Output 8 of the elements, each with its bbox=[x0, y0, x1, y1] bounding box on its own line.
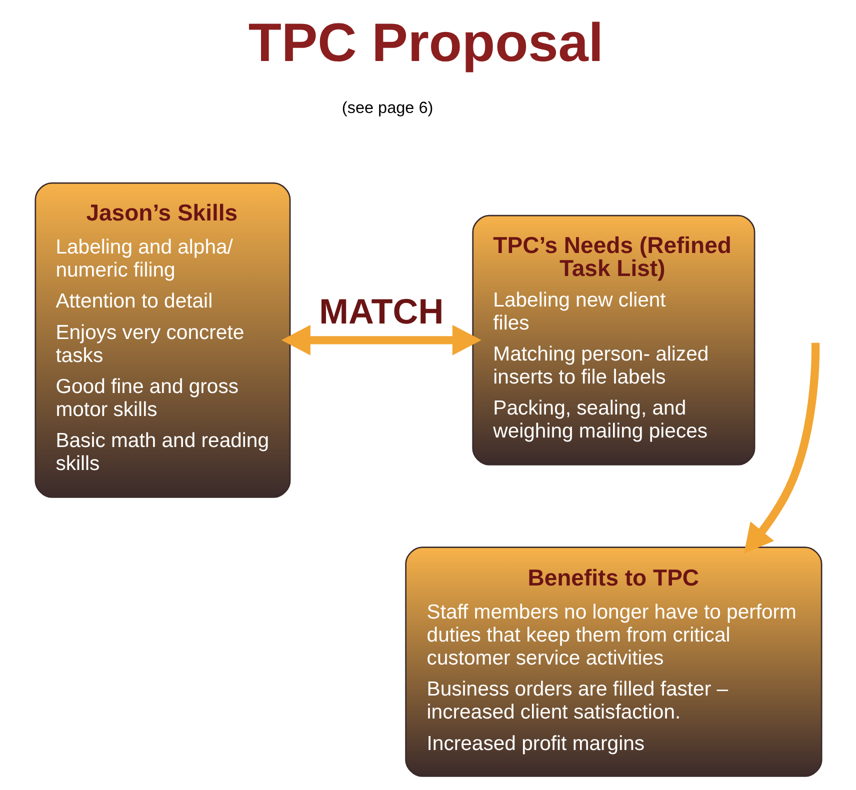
arrow bbox=[743, 342, 820, 554]
node-box: Jason’s Skills Labeling and alpha/ numeric filing Attention to detail Enjoys very concrete tasks Good fine and gross motor skills Basic math and reading skills bbox=[34, 182, 290, 498]
diagram-title: TPC Proposal bbox=[248, 13, 603, 74]
edge-label: MATCH bbox=[318, 292, 444, 332]
label: (see page 6) bbox=[341, 98, 433, 117]
arrow bbox=[280, 324, 481, 356]
node-box: Benefits to TPC Staff members no longer have to perform duties that keep them from critical customer service activities Business orders are filled faster – increased client satisfaction. Increased profit margins bbox=[404, 546, 822, 777]
node-box: TPC’s Needs (Refined Task List) Labeling new client files Matching person- alized inserts to file labels Packing, sealing, and weighing mailing pieces bbox=[472, 214, 755, 466]
